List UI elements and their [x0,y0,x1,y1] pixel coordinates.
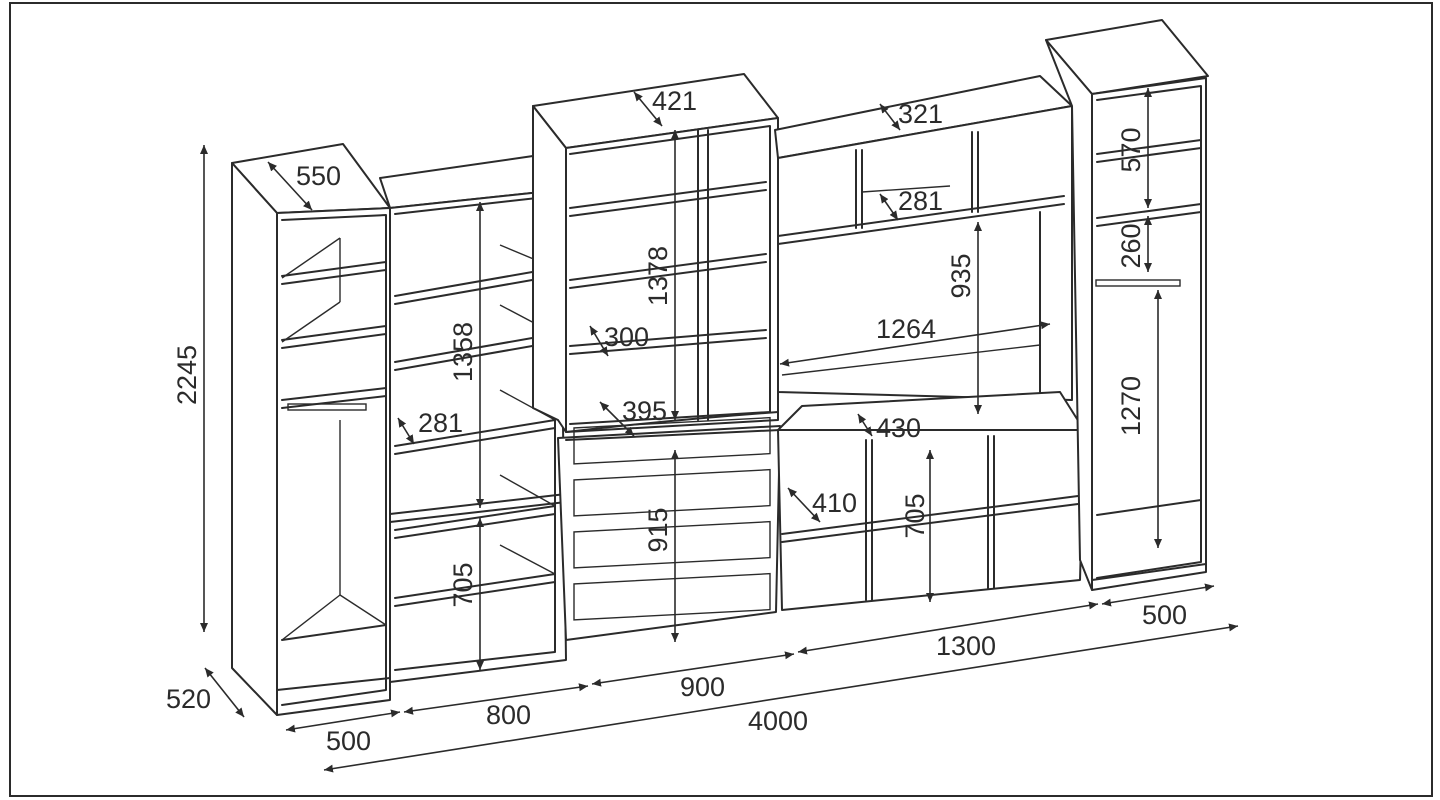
dim-center-drawers: 915 [643,507,673,552]
dim-right-box: 570 [1116,127,1146,172]
dim-width-shelf: 800 [486,700,531,730]
left-wardrobe-side [231,162,278,716]
hanging-rail [287,403,367,411]
dim-width-right: 500 [1142,600,1187,630]
dim-width-tv: 1300 [936,631,996,661]
dim-shelf-depth: 281 [418,408,463,438]
dim-tv-box-depth: 281 [898,186,943,216]
dim-shelf-tall: 1358 [448,322,478,382]
dim-left-top-depth: 550 [296,161,341,191]
dim-width-center: 900 [680,672,725,702]
dimension-labels: 2245 520 550 421 321 281 1358 705 281 13… [166,86,1187,756]
border-frame [9,2,1433,797]
dim-right-hang: 1270 [1116,376,1146,436]
tv-base-front [777,429,1085,611]
right-hanging-rail [1095,279,1181,287]
center-cabinet [532,73,781,641]
dim-width-left: 500 [326,726,371,756]
dim-tv-base-shelf: 410 [812,488,857,518]
dimension-lines [200,88,1239,773]
dim-height-total: 2245 [172,345,202,405]
right-wardrobe-side [1045,39,1093,591]
tv-base-top [777,391,1085,431]
dim-tv-top-depth: 321 [898,99,943,129]
dim-center-shelf-2: 395 [622,396,667,426]
right-wardrobe [1045,19,1209,591]
dim-depth-total: 520 [166,684,211,714]
dim-tv-niche-height: 935 [946,253,976,298]
dim-center-shelf: 300 [604,322,649,352]
dim-center-top-depth: 421 [652,86,697,116]
dim-tv-base-height: 705 [900,493,930,538]
dim-shelf-low: 705 [448,562,478,607]
dim-tv-niche-width: 1264 [876,314,936,344]
left-wardrobe [231,143,391,716]
tv-section-back [777,105,1073,401]
dim-right-box-2: 260 [1116,223,1146,268]
dim-tv-base-top: 430 [876,413,921,443]
dim-width-total: 4000 [748,706,808,736]
drawer-block [557,425,781,641]
center-cabinet-side [532,105,567,433]
right-wardrobe-front [1091,77,1207,591]
dim-center-glass: 1378 [643,246,673,306]
